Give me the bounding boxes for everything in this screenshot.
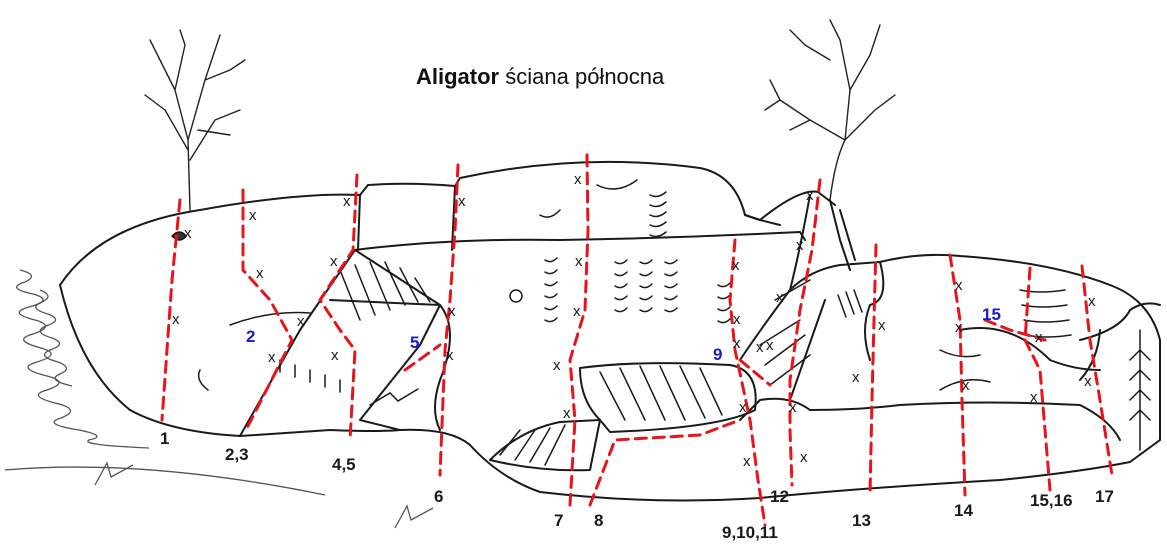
route-start-label-4: 15 (982, 305, 1001, 324)
bolt-markers: x x x x x x x x x x x x x x x x x x x x x x x x x x x x x x x x x x x x x x (172, 171, 1096, 470)
bolt-marker: x (458, 193, 466, 210)
route-number-9: 13 (852, 511, 871, 530)
bolt-marker: x (330, 253, 338, 270)
bolt-marker: x (1084, 373, 1092, 390)
bolt-marker: x (575, 253, 583, 270)
bolt-marker: x (573, 303, 581, 320)
tree-left-icon (145, 30, 245, 210)
bolt-marker: x (1088, 293, 1096, 310)
bolt-marker: x (776, 289, 784, 306)
bolt-marker: x (955, 319, 963, 336)
route-start-labels: 2 5 9 15 (246, 305, 1001, 364)
route-number-2: 2,3 (225, 445, 249, 464)
bolt-marker: x (184, 225, 192, 242)
bolt-marker: x (172, 311, 180, 328)
route-number-4: 6 (434, 487, 443, 506)
bolt-marker: x (955, 277, 963, 294)
route-number-10: 14 (954, 501, 973, 520)
bolt-marker: x (852, 369, 860, 386)
bolt-marker: x (739, 399, 747, 416)
bolt-marker: x (806, 187, 814, 204)
bolt-marker: x (800, 449, 808, 466)
bolt-marker: x (743, 453, 751, 470)
bolt-marker: x (1030, 389, 1038, 406)
bolt-marker: x (448, 303, 456, 320)
bolt-marker: x (878, 317, 886, 334)
rock-hatching (172, 180, 1150, 465)
route-number-6: 8 (594, 511, 603, 530)
bolt-marker: x (733, 311, 741, 328)
route-number-12: 17 (1095, 487, 1114, 506)
bolt-marker: x (268, 349, 276, 366)
grass-scribble (5, 270, 433, 528)
route-start-label-3: 9 (713, 345, 722, 364)
route-start-label-1: 2 (246, 327, 255, 346)
bolt-marker: x (249, 207, 257, 224)
route-start-label-2: 5 (410, 333, 419, 352)
bolt-marker: x (256, 265, 264, 282)
bolt-marker: x (1035, 329, 1043, 346)
bolt-marker: x (766, 337, 774, 354)
bolt-marker: x (733, 335, 741, 352)
bolt-marker: x (789, 399, 797, 416)
bolt-marker: x (756, 339, 764, 356)
route-number-1: 1 (160, 429, 169, 448)
bolt-marker: x (574, 171, 582, 188)
route-number-8: 12 (770, 487, 789, 506)
route-number-5: 7 (554, 511, 563, 530)
bolt-marker: x (563, 405, 571, 422)
bolt-marker: x (553, 357, 561, 374)
bolt-marker: x (732, 257, 740, 274)
route-lines (162, 155, 1112, 525)
bolt-marker: x (446, 347, 454, 364)
route-numbers: 1 2,3 4,5 6 7 8 9,10,11 12 13 14 15,16 17 (160, 429, 1114, 542)
bolt-marker: x (331, 347, 339, 364)
bolt-marker: x (297, 313, 305, 330)
bolt-marker: x (343, 193, 351, 210)
bolt-marker: x (962, 377, 970, 394)
route-number-3: 4,5 (332, 455, 356, 474)
route-number-7: 9,10,11 (722, 523, 778, 542)
bolt-marker: x (796, 237, 804, 254)
route-number-11: 15,16 (1030, 491, 1073, 510)
